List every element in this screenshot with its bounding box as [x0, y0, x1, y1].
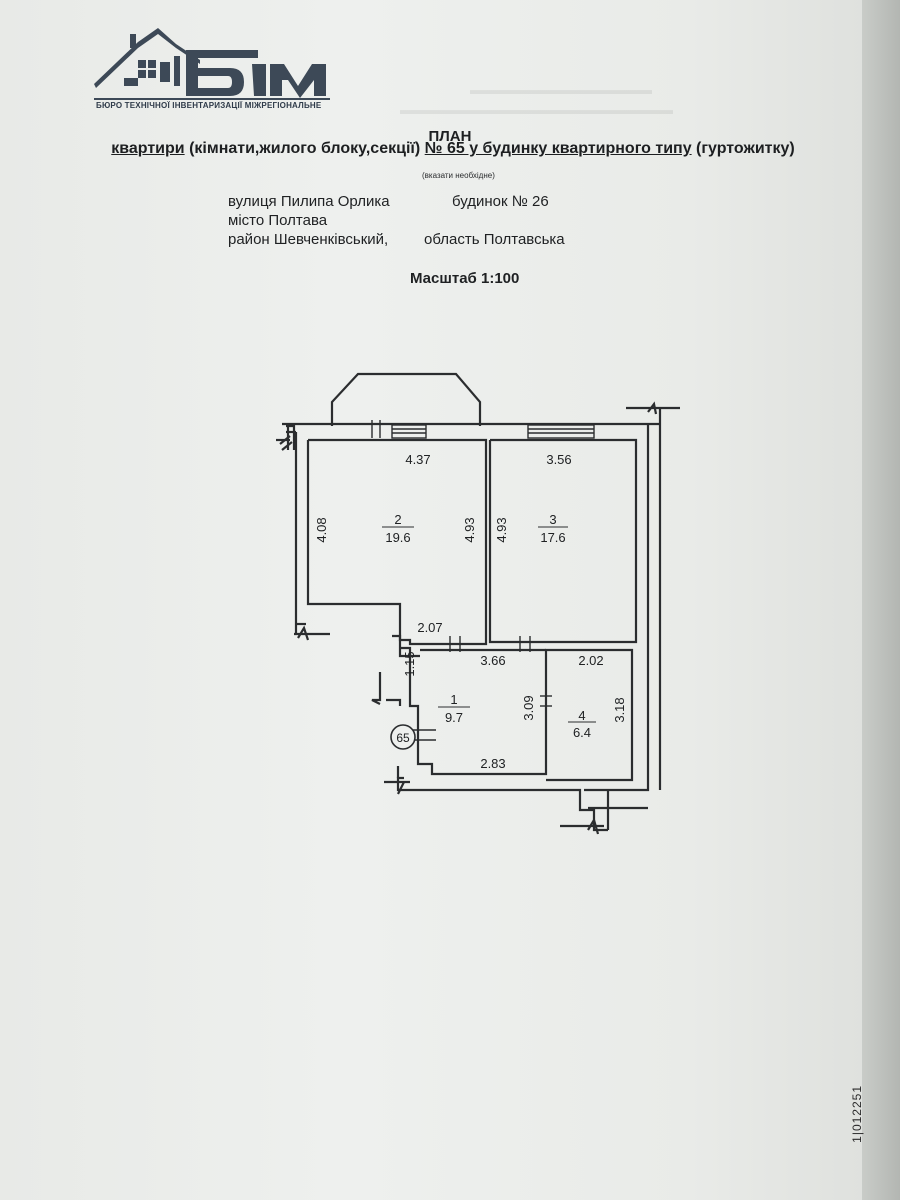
hint-text: (вказати необхідне) [422, 171, 495, 180]
apartment-marker: 65 [396, 731, 410, 745]
room-4-area: 6.4 [573, 725, 591, 740]
room-3-number: 3 [549, 512, 556, 527]
dim-room3-width: 3.56 [546, 452, 571, 467]
room-2-area: 19.6 [385, 530, 410, 545]
room-3-area: 17.6 [540, 530, 565, 545]
address-region: область Полтавська [424, 231, 565, 248]
apartment-marker-circle [390, 724, 416, 750]
subtitle-part: квартири [111, 140, 185, 157]
room-1-area: 9.7 [445, 710, 463, 725]
room-1-number: 1 [450, 692, 457, 707]
dim-room1-width-bottom: 2.83 [480, 756, 505, 771]
btim-logo [94, 28, 330, 100]
dim-room1-width-top: 3.66 [480, 653, 505, 668]
bay-window [330, 372, 482, 426]
org-name: БЮРО ТЕХНІЧНОЇ ІНВЕНТАРИЗАЦІЇ МІЖРЕГІОНА… [96, 101, 322, 110]
dim-corridor-top: 2.07 [417, 620, 442, 635]
subtitle-part: (кімнати,жилого блоку,секції) [184, 140, 425, 157]
dim-room4-width: 2.02 [578, 653, 603, 668]
address-street: вулиця Пилипа Орлика [228, 193, 390, 210]
document-title: ПЛАН [428, 128, 472, 145]
address-district: район Шевченківський, [228, 231, 389, 248]
subtitle-part: (гуртожитку) [691, 140, 795, 157]
show-through-text: ▬▬▬▬▬▬▬▬▬▬▬▬▬▬▬▬▬▬▬▬▬ [400, 102, 673, 117]
room-2-number: 2 [394, 512, 401, 527]
dim-room2-width: 4.37 [405, 452, 430, 467]
address-city: місто Полтава [228, 212, 328, 229]
dim-room1-height: 3.09 [521, 695, 536, 720]
dim-room2-height-left: 4.08 [314, 517, 329, 542]
dim-room4-height: 3.18 [612, 697, 627, 722]
document-subtitle: квартири (кімнати,жилого блоку,секції) №… [58, 140, 848, 158]
side-stamp: 1|012251 [850, 1085, 864, 1143]
show-through-text: ▬▬▬▬▬▬▬▬▬▬▬▬▬▬ [470, 82, 652, 97]
subtitle-part: № 65 у будинку квартирного типу [424, 140, 692, 157]
address-building: будинок № 26 [452, 193, 549, 210]
background-strip [862, 0, 900, 1200]
dim-room3-height: 4.93 [494, 517, 509, 542]
room-4-number: 4 [578, 708, 585, 723]
dim-room2-height-right: 4.93 [462, 517, 477, 542]
dim-room1-small: 1.15 [402, 651, 417, 676]
document-sheet [0, 0, 862, 1200]
scale-label: Масштаб 1:100 [410, 270, 520, 287]
